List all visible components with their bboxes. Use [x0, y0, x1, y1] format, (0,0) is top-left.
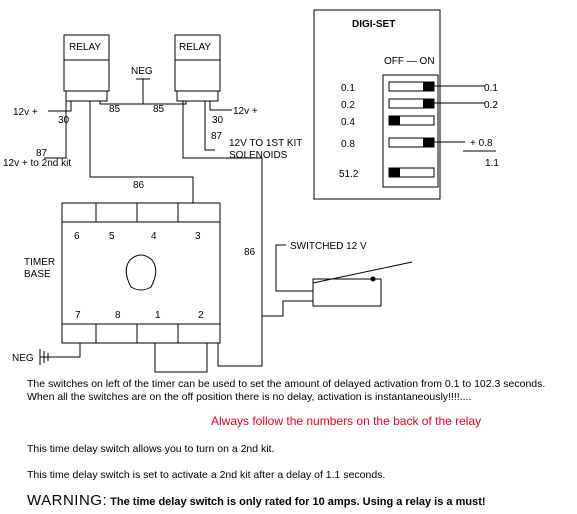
relay-numbers-note: Always follow the numbers on the back of… [211, 414, 482, 428]
wire-86-right [182, 101, 263, 367]
right-87-desc-2: SOLENOIDS [229, 150, 288, 161]
right-12v-label: 12v + [233, 106, 258, 117]
digiset-switch-3-knob [389, 116, 400, 125]
wire-30-left [48, 101, 72, 112]
timer-pin-3: 3 [195, 231, 201, 242]
right-87-label: 87 [211, 131, 223, 142]
digiset-off-on: OFF — ON [384, 56, 435, 67]
timer-pin-6: 6 [74, 231, 80, 242]
digiset-left-0-1: 0.1 [341, 83, 355, 94]
right-87-desc-1: 12V TO 1ST KIT [229, 138, 302, 149]
timer-pin-1: 1 [155, 310, 161, 321]
digiset-sum-line: + 0.8 [470, 138, 493, 149]
warning-text: The time delay switch is only rated for … [110, 496, 486, 508]
digiset-switch-5-knob [389, 168, 400, 177]
left-relay-label: RELAY [69, 42, 101, 53]
digiset-right-0-1: 0.1 [484, 83, 498, 94]
digiset-left-0-8: 0.8 [341, 139, 355, 150]
description-paragraph: The switches on left of the timer can be… [27, 378, 546, 403]
digiset-panel [313, 9, 441, 200]
right-relay-label: RELAY [179, 42, 211, 53]
digiset-switch-4-knob [423, 138, 434, 147]
right-30-label: 30 [212, 115, 224, 126]
wire-87-right [204, 101, 215, 151]
digiset-switch-2-knob [423, 99, 434, 108]
digiset-left-51-2: 51.2 [339, 169, 359, 180]
neg-bottom-label: NEG [12, 353, 34, 364]
wire-86-top-label: 86 [133, 180, 145, 191]
digiset-switch-1-knob [423, 82, 434, 91]
digiset-left-0-2: 0.2 [341, 100, 355, 111]
wire-86-top [89, 101, 194, 203]
left-87-desc: 12v + to 2nd kit [3, 158, 71, 169]
toggle-switch-lever [312, 261, 413, 284]
delay-setting-paragraph: This time delay switch is set to activat… [27, 469, 386, 481]
timer-pin-5: 5 [109, 231, 115, 242]
right-relay [174, 34, 221, 102]
wire-30-right [209, 101, 232, 111]
timer-title-1: TIMER [24, 257, 55, 268]
left-87-label: 87 [36, 148, 48, 159]
digiset-total: 1.1 [485, 158, 499, 169]
timer-key-notch [125, 254, 157, 291]
wire-switch-to-timer [262, 300, 313, 317]
timer-pin-7: 7 [75, 310, 81, 321]
wire-86-right-label: 86 [244, 247, 256, 258]
timer-pin-2: 2 [198, 310, 204, 321]
digiset-knobs [389, 82, 434, 177]
second-kit-paragraph: This time delay switch allows you to tur… [27, 443, 275, 455]
timer-title-2: BASE [24, 269, 51, 280]
neg-top-label: NEG [131, 66, 153, 77]
left-12v-label: 12v + [13, 107, 38, 118]
toggle-switch-body [312, 278, 382, 307]
timer-pin-8: 8 [115, 310, 121, 321]
digiset-left-0-4: 0.4 [341, 117, 355, 128]
wire-switched-12v [275, 244, 313, 292]
wire-87-left [44, 101, 67, 159]
left-relay [63, 34, 110, 102]
warning-line: WARNING: The time delay switch is only r… [27, 492, 486, 509]
switched-12v-label: SWITCHED 12 V [290, 241, 367, 252]
digiset-title: DIGI-SET [352, 19, 395, 30]
wire-neg-pin7 [40, 343, 81, 358]
timer-base [61, 202, 221, 344]
wire-pin1-pin2 [154, 343, 208, 373]
timer-pin-4: 4 [151, 231, 157, 242]
pin-85-left: 85 [109, 104, 121, 115]
warning-heading: WARNING: [27, 492, 108, 509]
pin-85-right: 85 [153, 104, 165, 115]
digiset-right-0-2: 0.2 [484, 100, 498, 111]
toggle-switch-pivot [370, 276, 376, 282]
left-30-label: 30 [58, 115, 70, 126]
